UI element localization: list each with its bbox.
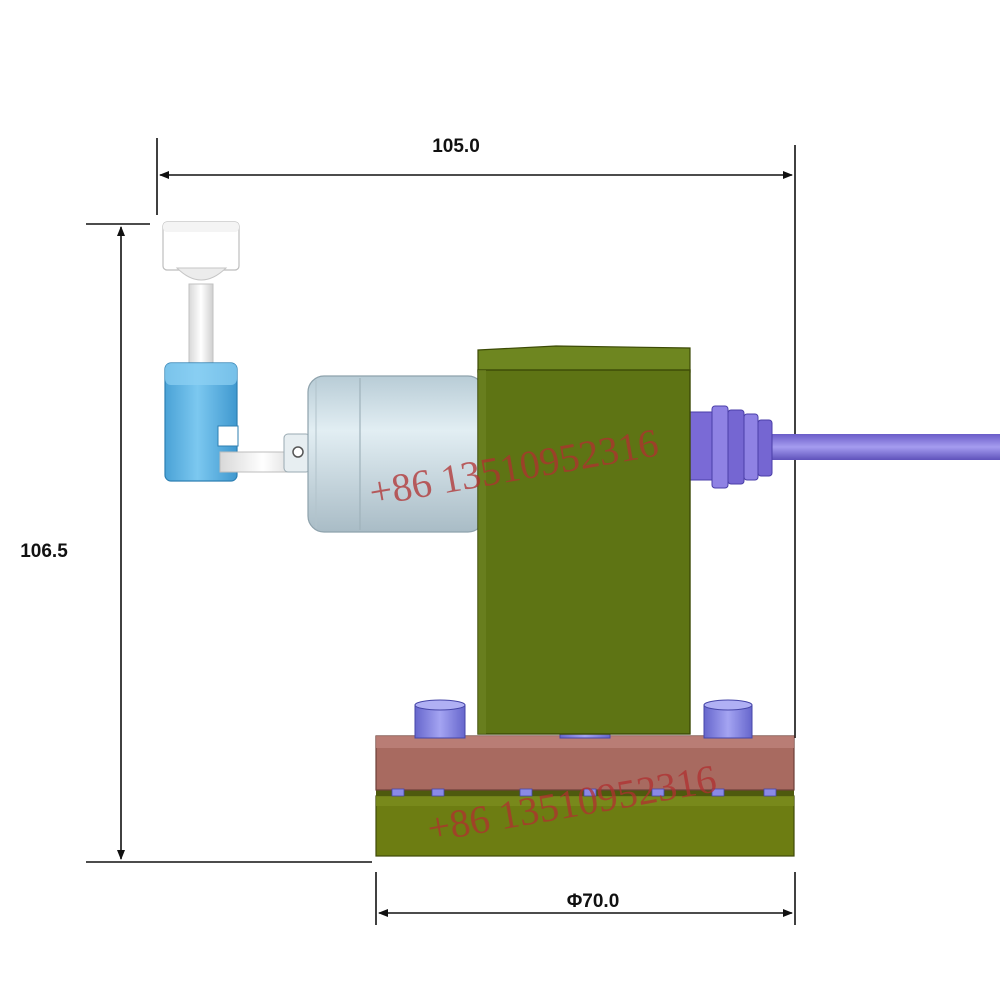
lever-shaft <box>188 283 214 365</box>
height-dimension-label: 106.5 <box>20 541 68 562</box>
width-dimension-label: 105.0 <box>432 136 480 157</box>
bolt-left <box>414 699 466 739</box>
flange-pins <box>391 788 777 797</box>
base-assembly <box>375 735 795 857</box>
lever-block <box>164 362 239 482</box>
lever-assembly <box>162 221 311 482</box>
main-housing <box>477 345 691 735</box>
cable-assembly <box>689 405 1000 489</box>
motor-body <box>307 375 485 533</box>
shaft-collar <box>283 433 311 473</box>
dimension-lines <box>86 138 796 925</box>
knob-cap <box>162 221 240 281</box>
diameter-dimension-label: Φ70.0 <box>567 891 620 912</box>
cable <box>770 434 1000 460</box>
bolt-right <box>703 699 753 739</box>
cable-gland <box>689 405 773 489</box>
